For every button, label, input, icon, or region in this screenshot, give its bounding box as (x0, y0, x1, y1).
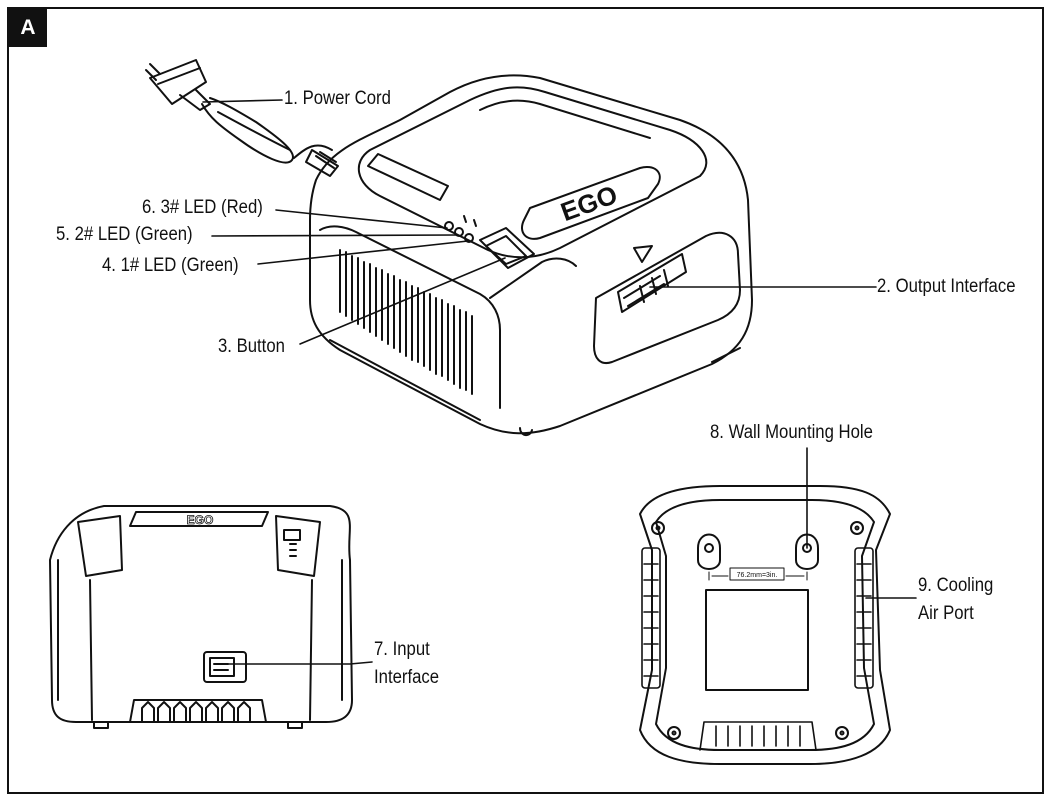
label-cooling-air-port-line1: 9. Cooling (918, 575, 994, 596)
leader-led-1 (257, 240, 469, 265)
charger-top-view: EGO (145, 59, 753, 436)
charger-bottom-view: 76.2mm=3in. (639, 485, 891, 765)
power-cord-plug (145, 59, 211, 111)
label-output-interface: 2. Output Interface (877, 276, 1016, 297)
label-led-2: 5. 2# LED (Green) (56, 224, 193, 245)
led-1-green (464, 233, 474, 243)
ego-logo: EGO (521, 166, 661, 240)
label-input-interface-line2: Interface (374, 667, 440, 688)
front-vents (129, 699, 267, 723)
output-interface (593, 231, 741, 364)
leader-led-3 (275, 209, 448, 229)
side-vents (329, 249, 481, 421)
leader-input (227, 661, 373, 665)
label-wall-mounting-hole: 8. Wall Mounting Hole (710, 422, 873, 443)
leader-button (299, 257, 506, 345)
charger-body-outline (309, 74, 753, 435)
leader-power-cord (202, 99, 283, 103)
figure-frame (7, 7, 1044, 794)
ego-logo-front: EGO (129, 511, 269, 527)
leader-lines (202, 99, 917, 665)
label-cooling-air-port-line2: Air Port (918, 603, 974, 624)
charger-front-view: EGO (49, 505, 353, 729)
label-led-1: 4. 1# LED (Green) (102, 255, 239, 276)
label-input-interface-line1: 7. Input (374, 639, 430, 660)
mounting-dimension: 76.2mm=3in. (708, 567, 808, 581)
wall-mounting-holes (697, 533, 819, 570)
label-power-cord: 1. Power Cord (284, 88, 391, 109)
label-button: 3. Button (218, 336, 285, 357)
led-2-green (454, 227, 464, 237)
bottom-vents (699, 721, 817, 751)
label-input-interface: 7. Input Interface (374, 636, 439, 692)
power-cord (201, 97, 339, 177)
svg-text:EGO: EGO (187, 513, 214, 527)
figure-tag: A (9, 9, 47, 47)
label-led-3: 6. 3# LED (Red) (142, 197, 263, 218)
leader-led-2 (211, 234, 458, 237)
svg-text:76.2mm=3in.: 76.2mm=3in. (737, 572, 778, 579)
input-interface (203, 651, 247, 683)
led-3-red (444, 221, 454, 231)
label-cooling-air-port: 9. Cooling Air Port (918, 572, 993, 628)
cooling-air-ports (641, 547, 874, 689)
